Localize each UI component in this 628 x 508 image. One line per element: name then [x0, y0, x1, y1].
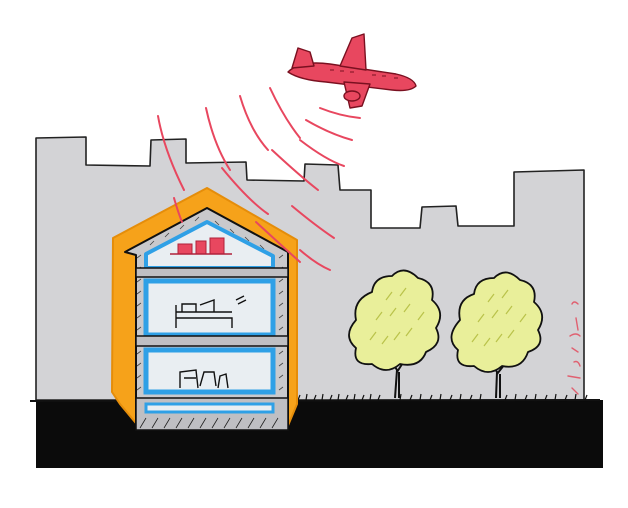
bedroom	[146, 281, 273, 335]
house	[125, 208, 288, 430]
ground-line	[30, 400, 600, 401]
basement-insulation	[146, 404, 273, 412]
floor-slab-upper	[136, 268, 288, 277]
floor-slab-middle	[136, 336, 288, 346]
living-room	[146, 350, 273, 392]
ground	[36, 400, 603, 468]
airplane-icon	[288, 34, 416, 108]
